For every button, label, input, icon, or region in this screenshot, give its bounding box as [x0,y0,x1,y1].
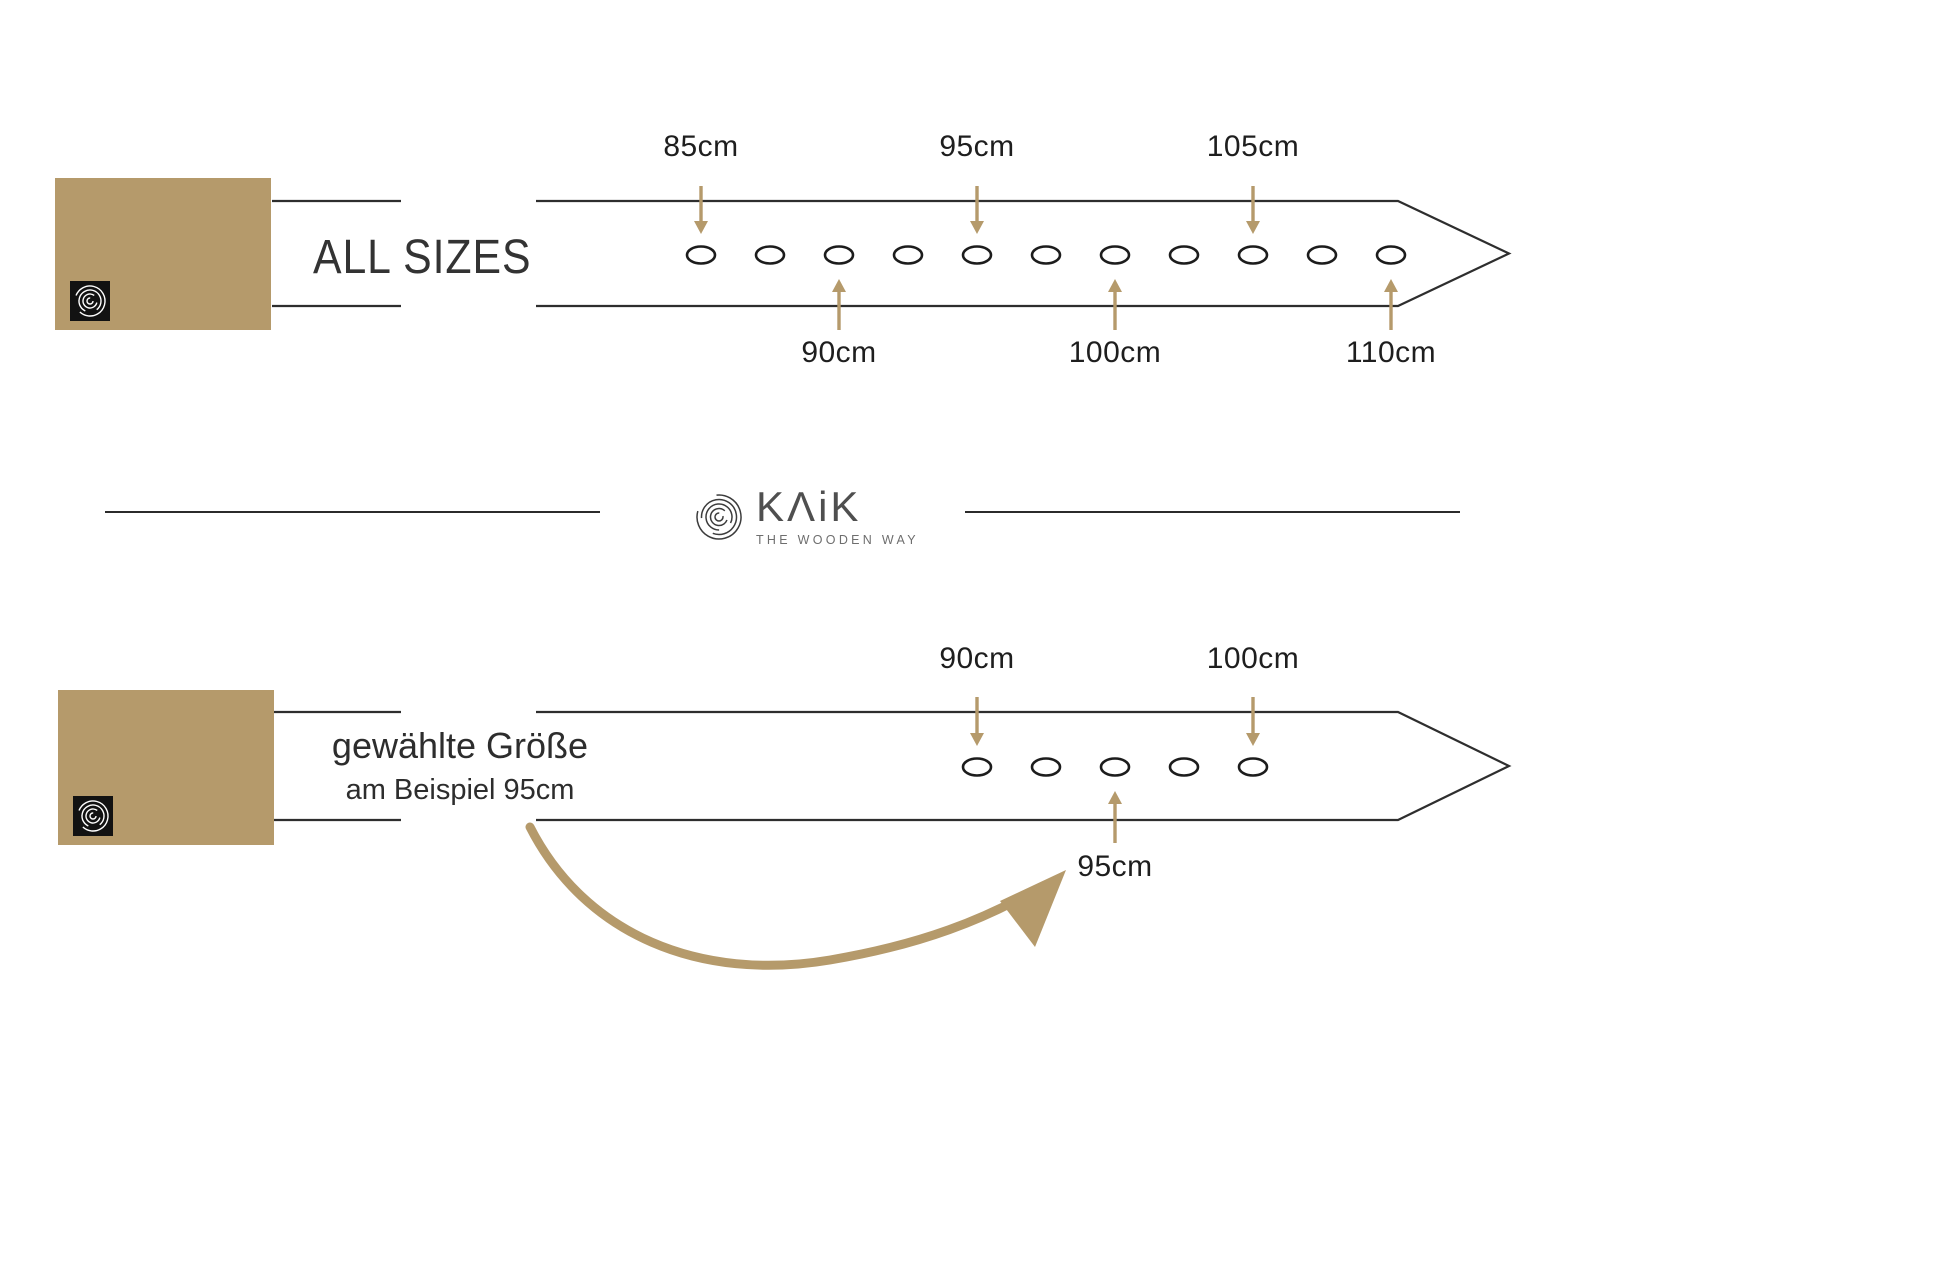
size-label: 95cm [939,130,1015,163]
belt-hole [1030,757,1062,777]
belt-hole [685,245,717,265]
arrow-head [1384,279,1398,292]
arrow-head [970,221,984,234]
size-label: 90cm [801,336,877,369]
belt-hole [961,757,993,777]
belt-hole [1099,757,1131,777]
belt-hole [1306,245,1338,265]
belt-hole [961,245,993,265]
size-label: 90cm [939,642,1015,675]
belt-hole [1168,757,1200,777]
fingerprint-stamp-icon [73,796,113,836]
brand-tagline: THE WOODEN WAY [756,533,919,547]
bottom-belt-holes [961,697,1269,843]
arrow-head [694,221,708,234]
brand-name: KΛiK [756,483,862,530]
arrow-head [970,733,984,746]
belt-hole [1237,245,1269,265]
size-label: 95cm [1077,850,1153,883]
belt-buckle [58,690,274,845]
size-label: 100cm [1206,642,1300,675]
size-label: 105cm [1206,130,1300,163]
brand-logo: KΛiK THE WOODEN WAY [692,486,919,547]
belt-hole [1237,757,1269,777]
top-belt-outline [536,199,1512,308]
bottom-belt-shape [274,710,1512,822]
size-label: 85cm [663,130,739,163]
arrow-head [832,279,846,292]
size-label: 100cm [1068,336,1162,369]
belt-hole [1099,245,1131,265]
bottom-belt-outline [536,710,1512,822]
arrow-head [1246,733,1260,746]
belt-hole [1168,245,1200,265]
curved-arrow-icon [525,822,1066,970]
belt-buckle [55,178,271,330]
size-label: 110cm [1345,336,1437,369]
fingerprint-stamp-icon [70,281,110,321]
arrow-head [1108,279,1122,292]
bottom-belt-subtitle: am Beispiel 95cm [345,774,575,806]
bottom-belt-title-block: gewählte Größe am Beispiel 95cm [300,725,620,807]
arrow-head [1108,791,1122,804]
belt-hole [1375,245,1407,265]
belt-hole [1030,245,1062,265]
arrow-head [1246,221,1260,234]
belt-hole [823,245,855,265]
belt-hole [892,245,924,265]
top-belt-title: ALL SIZES [313,229,532,284]
bottom-belt-title: gewählte Größe [331,725,589,766]
top-belt-holes [685,186,1407,330]
top-belt-shape [272,199,1512,308]
fingerprint-logo-icon [696,493,742,540]
belt-hole [754,245,786,265]
